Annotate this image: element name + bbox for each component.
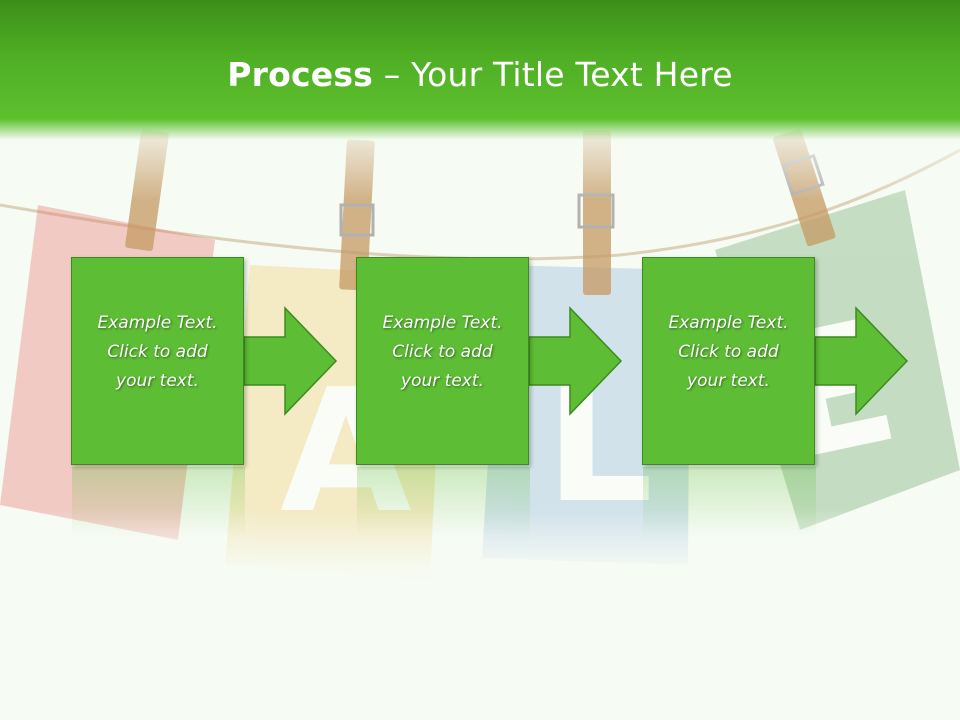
step-2[interactable]: Example Text. Click to add your text. <box>356 257 529 465</box>
title-bold: Process <box>227 55 374 94</box>
step-3[interactable]: Example Text. Click to add your text. <box>642 257 815 465</box>
step-1-box <box>71 257 244 465</box>
arrow-3-icon <box>814 306 909 416</box>
bottom-fade <box>0 510 960 720</box>
step-2-reflection <box>357 467 530 537</box>
arrow-2-icon <box>528 306 623 416</box>
step-2-box <box>356 257 529 465</box>
step-1-text[interactable]: Example Text. Click to add your text. <box>97 313 218 391</box>
slide-title[interactable]: Process – Your Title Text Here <box>0 52 960 98</box>
step-1[interactable]: Example Text. Click to add your text. <box>71 257 244 465</box>
step-3-reflection <box>643 467 816 537</box>
arrow-1-icon <box>243 306 338 416</box>
title-bar <box>0 0 960 140</box>
title-rest: – Your Title Text Here <box>373 55 733 94</box>
step-2-text[interactable]: Example Text. Click to add your text. <box>382 313 503 391</box>
step-3-text[interactable]: Example Text. Click to add your text. <box>668 313 789 391</box>
step-1-reflection <box>72 467 245 537</box>
step-3-box <box>642 257 815 465</box>
